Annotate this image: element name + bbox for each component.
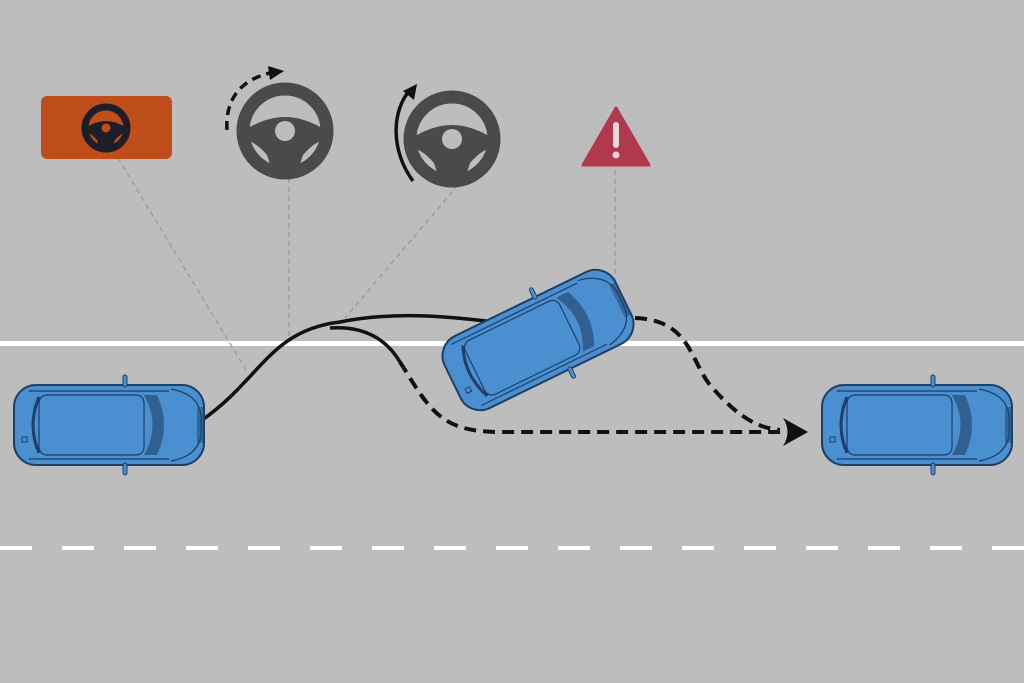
steering-wheel-turn-right-icon — [225, 66, 327, 173]
corrected-path-dashed — [398, 360, 785, 434]
car-start — [12, 373, 206, 477]
car-end — [820, 373, 1014, 477]
leader-lines — [117, 157, 616, 371]
hazard-warning-icon — [581, 106, 651, 167]
actual-path — [201, 313, 496, 422]
steering-assist-warning-icon — [41, 96, 172, 159]
arrowhead-icon — [783, 418, 808, 446]
corrected-path-solid — [329, 326, 402, 363]
car-drifting — [429, 251, 647, 429]
steering-wheel-turn-left-icon — [394, 84, 494, 181]
drift-path-dashed — [634, 316, 781, 432]
